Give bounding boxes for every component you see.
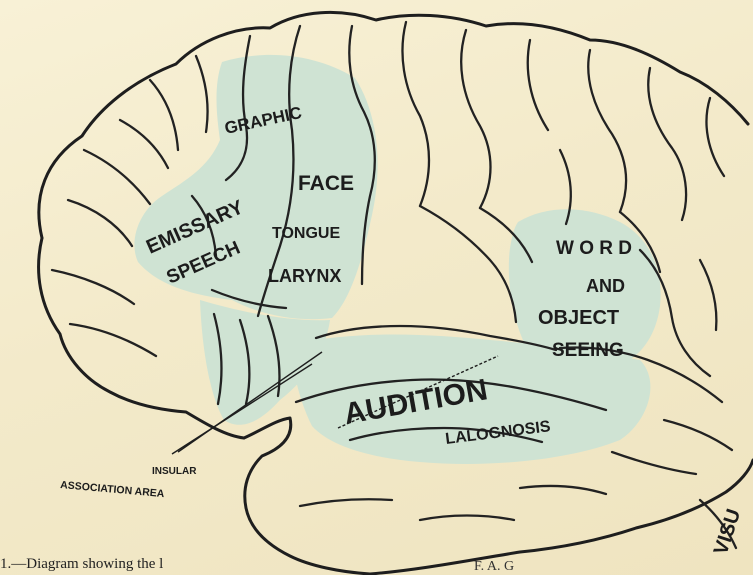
figure-caption: 1.—Diagram showing the l	[0, 556, 163, 573]
label-seeing: SEEING	[552, 340, 624, 361]
figure-caption-right: F. A. G	[474, 559, 514, 575]
label-association-area: ASSOCIATION AREA	[60, 479, 165, 500]
label-tongue: TONGUE	[272, 225, 340, 242]
label-object: OBJECT	[538, 307, 619, 329]
label-face: FACE	[298, 172, 354, 195]
label-word: W O R D	[556, 238, 632, 259]
label-larynx: LARYNX	[268, 266, 341, 286]
label-and: AND	[586, 276, 625, 296]
label-insular: INSULAR	[152, 466, 197, 477]
